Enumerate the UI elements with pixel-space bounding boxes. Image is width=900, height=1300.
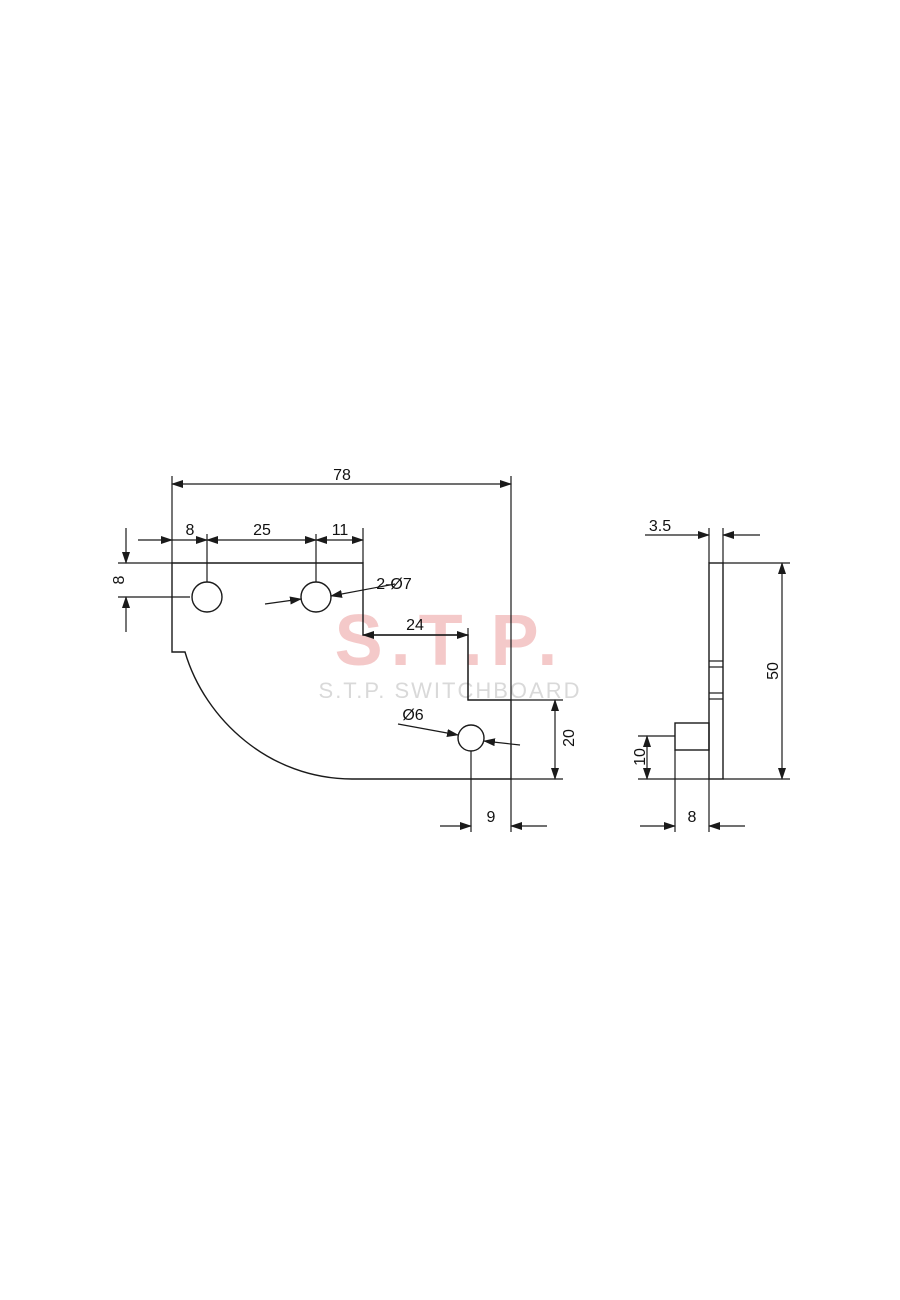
dimension-label-78: 78 [333, 467, 351, 484]
bracket-outline [171, 562, 512, 780]
dimension-label-10: 10 [632, 748, 649, 766]
bottom-hole [457, 724, 485, 752]
side-plate [708, 562, 724, 780]
dimension-tab-height: 10 [632, 735, 709, 780]
dimension-label-8-side: 8 [688, 809, 697, 826]
dimension-bottom-hole-offset: 9 [440, 751, 547, 832]
dimension-label-11: 11 [332, 522, 349, 539]
dimension-label-50: 50 [765, 662, 782, 680]
dimension-label-2-d7: 2-Ø7 [376, 576, 412, 593]
dimension-label-24: 24 [406, 617, 424, 634]
leader-top-holes: 2-Ø7 [264, 576, 412, 605]
dimension-label-8-vertical: 8 [111, 575, 128, 584]
watermark-subtitle: S.T.P. SWITCHBOARD [319, 678, 582, 703]
watermark: S.T.P. S.T.P. SWITCHBOARD [319, 601, 582, 703]
dimension-overall-width: 78 [171, 467, 512, 700]
dimension-thickness: 3.5 [645, 518, 760, 563]
side-view: 3.5 50 10 8 [632, 518, 790, 832]
dimension-label-9: 9 [487, 809, 496, 826]
dimension-tab-width: 8 [640, 750, 745, 832]
dimension-top-hole-offset: 8 [111, 528, 190, 632]
front-view: 78 8 25 11 8 2-Ø7 [111, 467, 578, 832]
dimension-label-3-5: 3.5 [649, 518, 671, 535]
dimension-bottom-height: 20 [511, 699, 578, 780]
dimension-height: 50 [723, 562, 790, 780]
watermark-brand: S.T.P. [335, 601, 566, 681]
dimension-label-25: 25 [253, 522, 271, 539]
top-left-hole [191, 581, 223, 613]
dimension-hole-chain: 8 25 11 [138, 522, 364, 582]
dimension-label-20: 20 [561, 729, 578, 747]
dimension-step-width: 24 [362, 617, 469, 700]
side-tab [674, 722, 710, 751]
dimension-label-d6: Ø6 [402, 707, 423, 724]
dimension-label-8-left: 8 [186, 522, 195, 539]
leader-bottom-hole: Ø6 [397, 707, 521, 747]
top-middle-hole [300, 581, 332, 613]
